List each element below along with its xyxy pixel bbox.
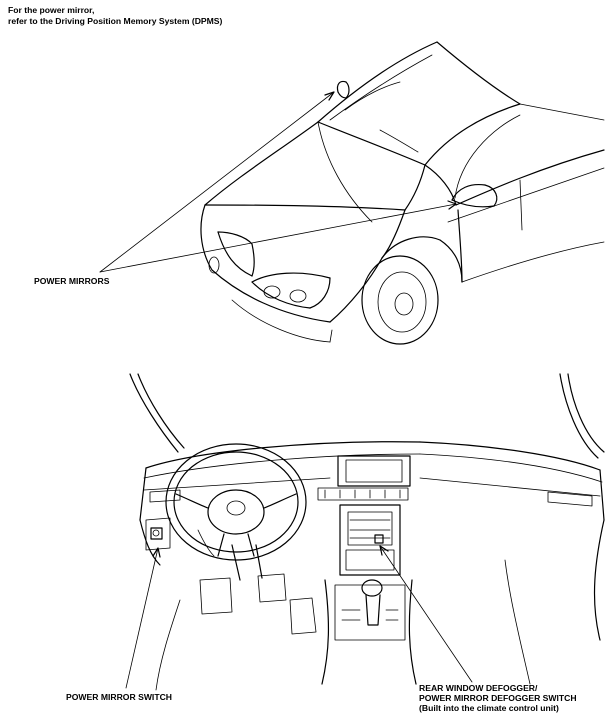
car-exterior-drawing: [200, 41, 605, 345]
lower-leader-lines: [125, 545, 473, 689]
steering-wheel: [165, 443, 307, 561]
defogger-label-line-2: POWER MIRROR DEFOGGER SWITCH: [419, 693, 577, 703]
note-line-1: For the power mirror,: [8, 5, 95, 15]
dpms-reference-note: For the power mirror, refer to the Drivi…: [8, 5, 222, 26]
defogger-label-line-3: (Built into the climate control unit): [419, 703, 559, 713]
power-mirrors-leader-lines: [99, 91, 457, 273]
note-line-2: refer to the Driving Position Memory Sys…: [8, 15, 223, 26]
dashboard-drawing: [129, 373, 605, 691]
power-mirrors-label: POWER MIRRORS: [34, 276, 110, 286]
power-mirror-switch-label: POWER MIRROR SWITCH: [66, 692, 172, 702]
defogger-label-line-1: REAR WINDOW DEFOGGER/: [419, 683, 538, 693]
defogger-switch-label: REAR WINDOW DEFOGGER/ POWER MIRROR DEFOG…: [419, 683, 577, 713]
